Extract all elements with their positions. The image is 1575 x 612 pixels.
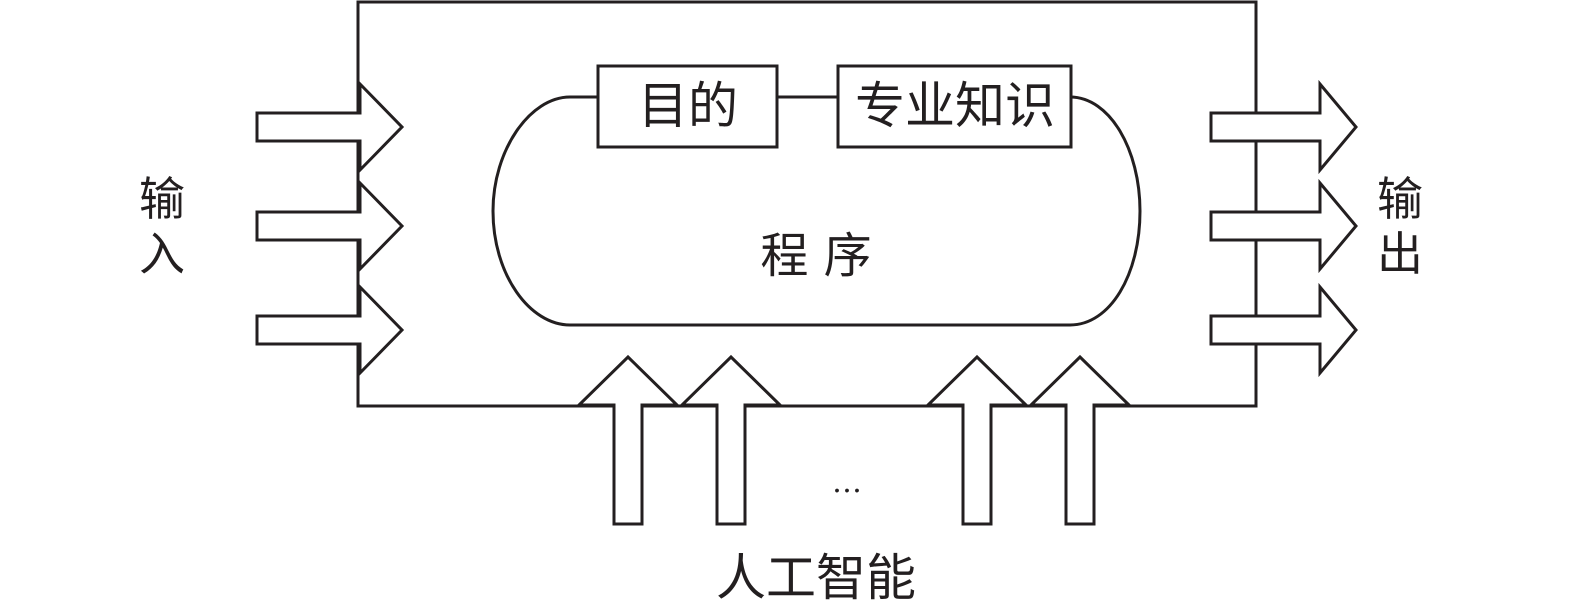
input-arrow (255, 80, 405, 174)
output-arrows (1209, 79, 1358, 378)
output-arrow (1209, 282, 1358, 378)
knowledge-label: 专业知识 (855, 77, 1055, 135)
knowledge-box: 专业知识 (836, 64, 1073, 149)
ai-arrow (575, 354, 681, 526)
output-label: 输 出 (1377, 172, 1423, 281)
program-label: 程 序 (760, 228, 871, 284)
output-arrow (1209, 79, 1358, 175)
ai-arrows (575, 354, 1133, 526)
input-arrow (255, 283, 405, 377)
ai-arrow (1027, 354, 1133, 526)
output-arrow (1209, 178, 1358, 274)
input-label-char-1: 输 (139, 172, 185, 226)
input-label: 输 入 (139, 172, 185, 281)
input-arrows (255, 80, 405, 377)
purpose-label: 目的 (638, 77, 738, 135)
ai-label: 人工智能 (716, 549, 916, 607)
input-label-char-2: 入 (139, 227, 185, 281)
ai-arrow (678, 354, 784, 526)
program-capsule (491, 95, 1142, 327)
output-label-char-2: 出 (1377, 227, 1423, 281)
input-arrow (255, 179, 405, 273)
purpose-box: 目的 (596, 64, 779, 149)
ellipsis: … (832, 465, 862, 500)
ai-arrow (924, 354, 1030, 526)
output-label-char-1: 输 (1377, 172, 1423, 226)
